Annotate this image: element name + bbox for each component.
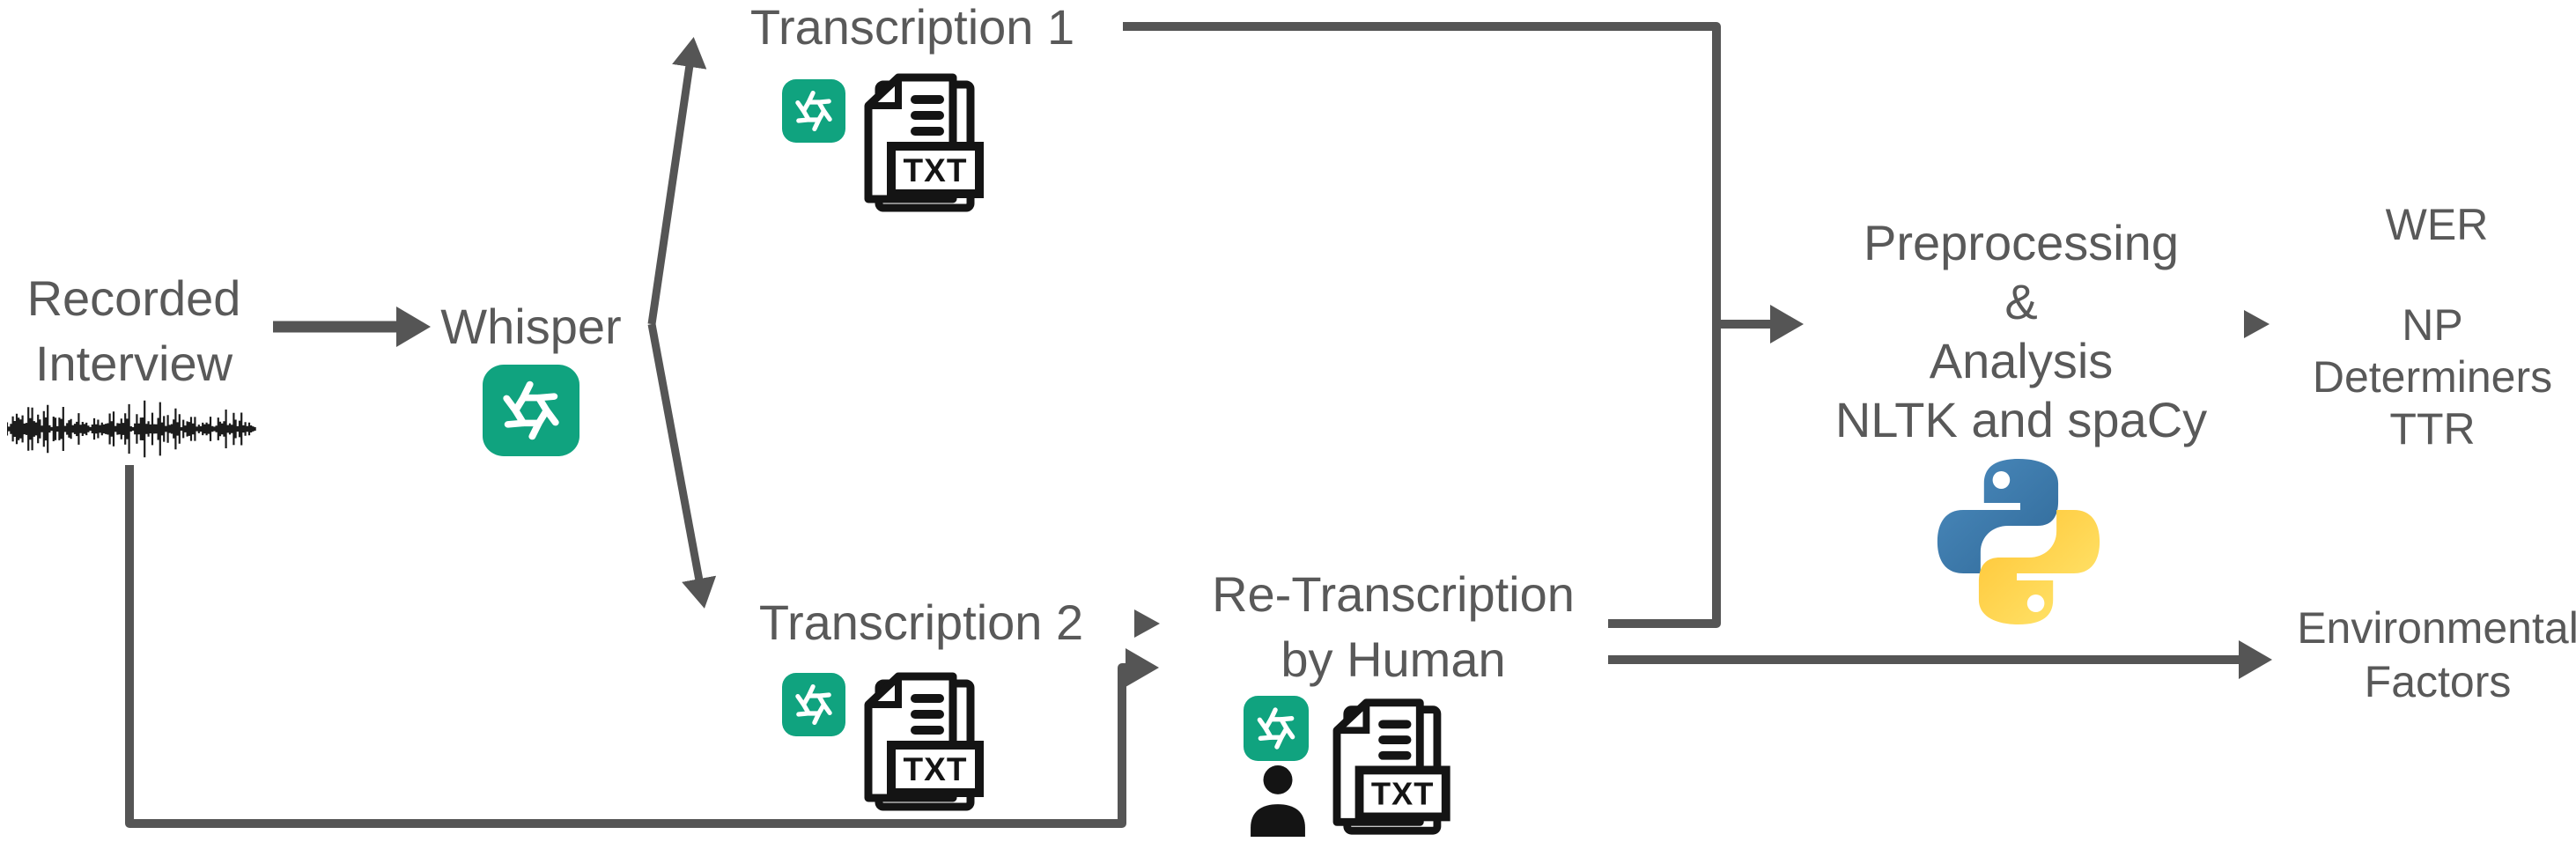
re-transcription-line2: by Human xyxy=(1281,632,1506,687)
preprocessing-line2: & xyxy=(2004,274,2038,329)
openai-logo-icon-whisper xyxy=(483,365,579,456)
determiners-label: Determiners xyxy=(2312,352,2553,402)
arrowhead-analysis-to-metrics-icon xyxy=(2244,310,2270,338)
wer-label: WER xyxy=(2385,200,2489,249)
re-transcription-line1: Re-Transcription xyxy=(1212,566,1575,622)
environmental-line1: Environmental xyxy=(2297,603,2576,653)
recorded-interview-line2: Interview xyxy=(34,336,233,391)
transcription-2-label: Transcription 2 xyxy=(758,595,1084,650)
txt-file-icon-transcription1 xyxy=(851,69,985,216)
connector-recorded-to-whisper xyxy=(273,307,431,347)
connector-recorded-to-retranscription xyxy=(125,465,1159,828)
connector-whisper-to-transcription2 xyxy=(647,323,717,609)
np-label: NP xyxy=(2402,300,2463,350)
arrowhead-transcription2-to-retranscription-icon xyxy=(1134,609,1160,638)
preprocessing-line4: NLTK and spaCy xyxy=(1834,392,2208,447)
environmental-line2: Factors xyxy=(2364,657,2512,706)
whisper-label: Whisper xyxy=(440,299,622,354)
re-transcription-label: Re-Transcription by Human xyxy=(1212,562,1575,692)
preprocessing-line3: Analysis xyxy=(1929,333,2114,388)
person-icon xyxy=(1249,764,1307,837)
txt-file-icon-retranscription xyxy=(1319,694,1451,838)
connector-merge-line xyxy=(1123,22,1721,628)
preprocessing-analysis-label: Preprocessing & Analysis NLTK and spaCy xyxy=(1835,213,2207,449)
txt-file-icon-transcription2 xyxy=(851,668,985,815)
transcription-1-label: Transcription 1 xyxy=(749,0,1075,55)
audio-waveform-icon xyxy=(7,400,256,458)
openai-logo-icon-transcription1 xyxy=(782,79,845,143)
preprocessing-line1: Preprocessing xyxy=(1864,215,2179,270)
recorded-interview-label: Recorded Interview xyxy=(27,266,241,396)
connector-whisper-to-transcription1 xyxy=(647,36,707,325)
openai-logo-icon-retranscription xyxy=(1244,696,1309,761)
python-logo-icon xyxy=(1932,454,2105,630)
ttr-label: TTR xyxy=(2389,404,2476,454)
openai-logo-icon-transcription2 xyxy=(782,673,845,736)
recorded-interview-line1: Recorded xyxy=(26,270,241,326)
environmental-factors-label: Environmental Factors xyxy=(2297,602,2576,709)
metrics-group-label: NP Determiners TTR xyxy=(2313,299,2552,455)
